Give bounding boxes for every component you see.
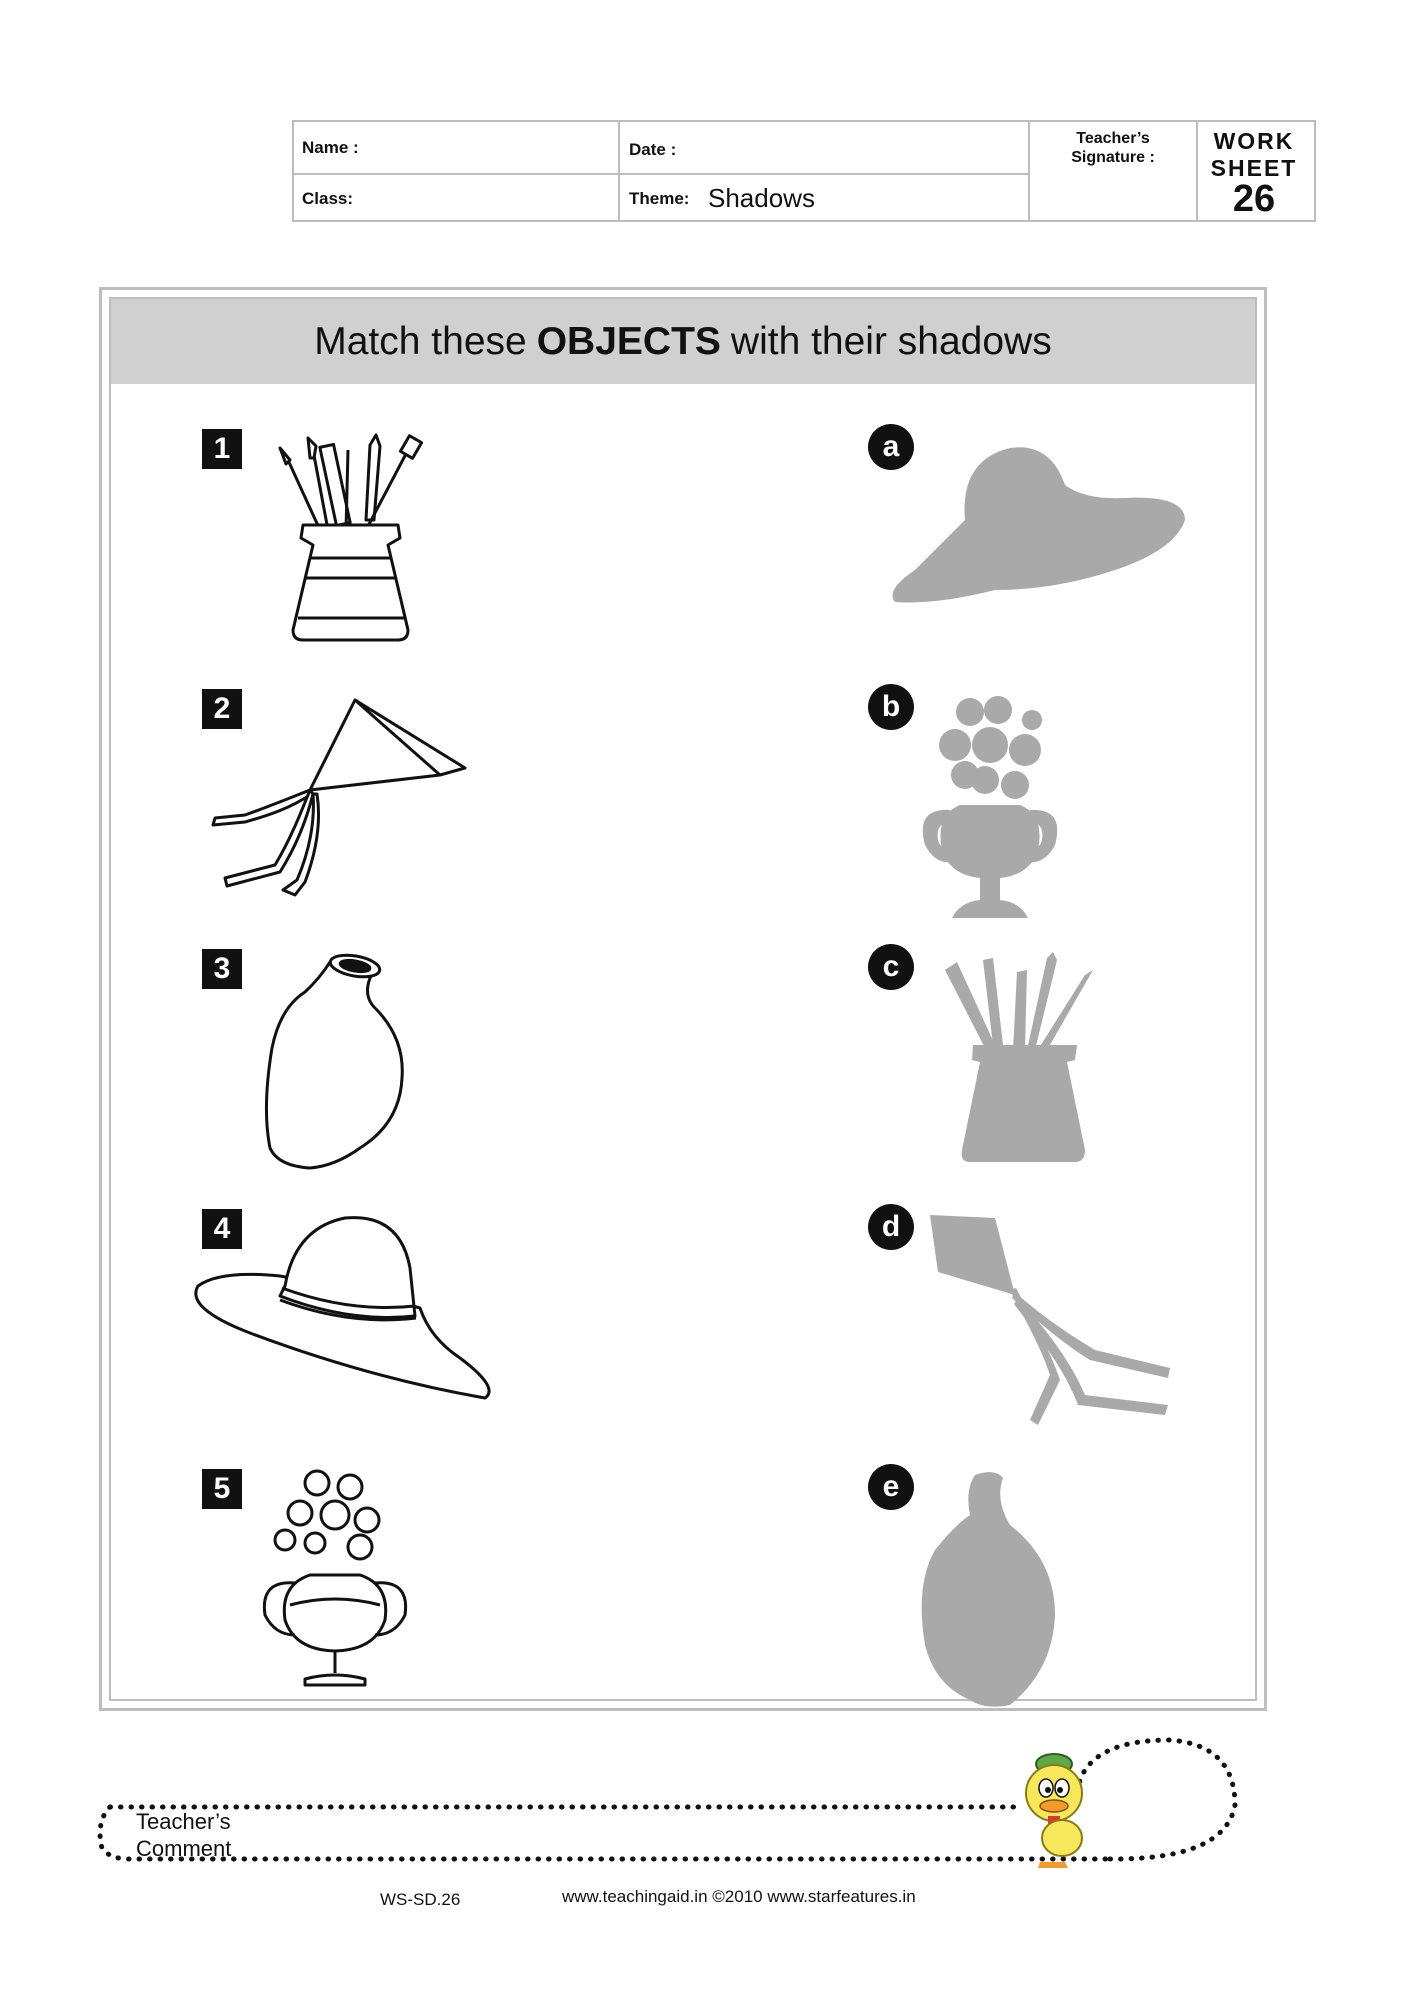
name-cell <box>294 122 620 220</box>
teacher-comment-label-line2: Comment <box>136 1836 232 1861</box>
instruction-prefix: Match these <box>314 319 527 363</box>
flower-vase-icon <box>262 1469 408 1687</box>
worksheet-code: WS-SD.26 <box>380 1890 461 1909</box>
shadow-letter-b: b <box>868 684 914 730</box>
instruction-suffix: with their shadows <box>730 319 1052 363</box>
hat-icon <box>194 1216 491 1400</box>
jar-icon <box>264 953 404 1170</box>
name-label: Name : <box>302 138 359 157</box>
kite-shadow-icon <box>930 1215 1170 1425</box>
object-number-1: 1 <box>202 429 242 469</box>
signature-label-line1: Teacher’s <box>1076 130 1150 147</box>
worksheet-number: 26 <box>1232 178 1276 220</box>
hat-shadow-icon <box>892 447 1185 603</box>
duck-mascot-icon <box>1025 1753 1083 1868</box>
pen-holder-icon <box>278 433 424 642</box>
theme-label: Theme: <box>629 189 690 208</box>
shadow-letter-d: d <box>868 1204 914 1250</box>
date-cell <box>620 122 1030 220</box>
footer-website: www.teachingaid.in ©2010 www.starfeature… <box>562 1887 916 1906</box>
flower-vase-shadow-icon <box>922 696 1058 918</box>
teacher-comment-label: Teacher’s Comment <box>136 1808 231 1862</box>
class-label: Class: <box>302 189 354 208</box>
kite-icon <box>211 698 467 897</box>
object-number-2: 2 <box>202 689 242 729</box>
signature-label-line2: Signature : <box>1071 149 1155 166</box>
teacher-comment-label-line1: Teacher’s <box>136 1809 231 1834</box>
shadow-letter-e: e <box>868 1464 914 1510</box>
jar-shadow-icon <box>921 1472 1055 1707</box>
object-number-3: 3 <box>202 949 242 989</box>
object-number-4: 4 <box>202 1209 242 1249</box>
instruction-emphasis: OBJECTS <box>536 319 721 363</box>
object-number-5: 5 <box>202 1469 242 1509</box>
activity-panel: Match these OBJECTS with their shadows <box>99 287 1267 1711</box>
pen-holder-shadow-icon <box>945 952 1093 1162</box>
activity-panel-inner: Match these OBJECTS with their shadows <box>109 297 1257 1701</box>
shadow-letter-c: c <box>868 944 914 990</box>
date-label: Date : <box>629 140 677 159</box>
theme-value: Shadows <box>708 183 815 213</box>
worksheet-header: Name : Date : Teacher’s Signature : Clas… <box>292 120 1316 222</box>
worksheet-word-work: WORK <box>1213 128 1295 154</box>
worksheet-word-sheet: SHEET <box>1210 155 1298 181</box>
instruction-title: Match these OBJECTS with their shadows <box>111 299 1255 384</box>
shadow-letter-a: a <box>868 424 914 470</box>
signature-cell <box>1030 122 1198 220</box>
